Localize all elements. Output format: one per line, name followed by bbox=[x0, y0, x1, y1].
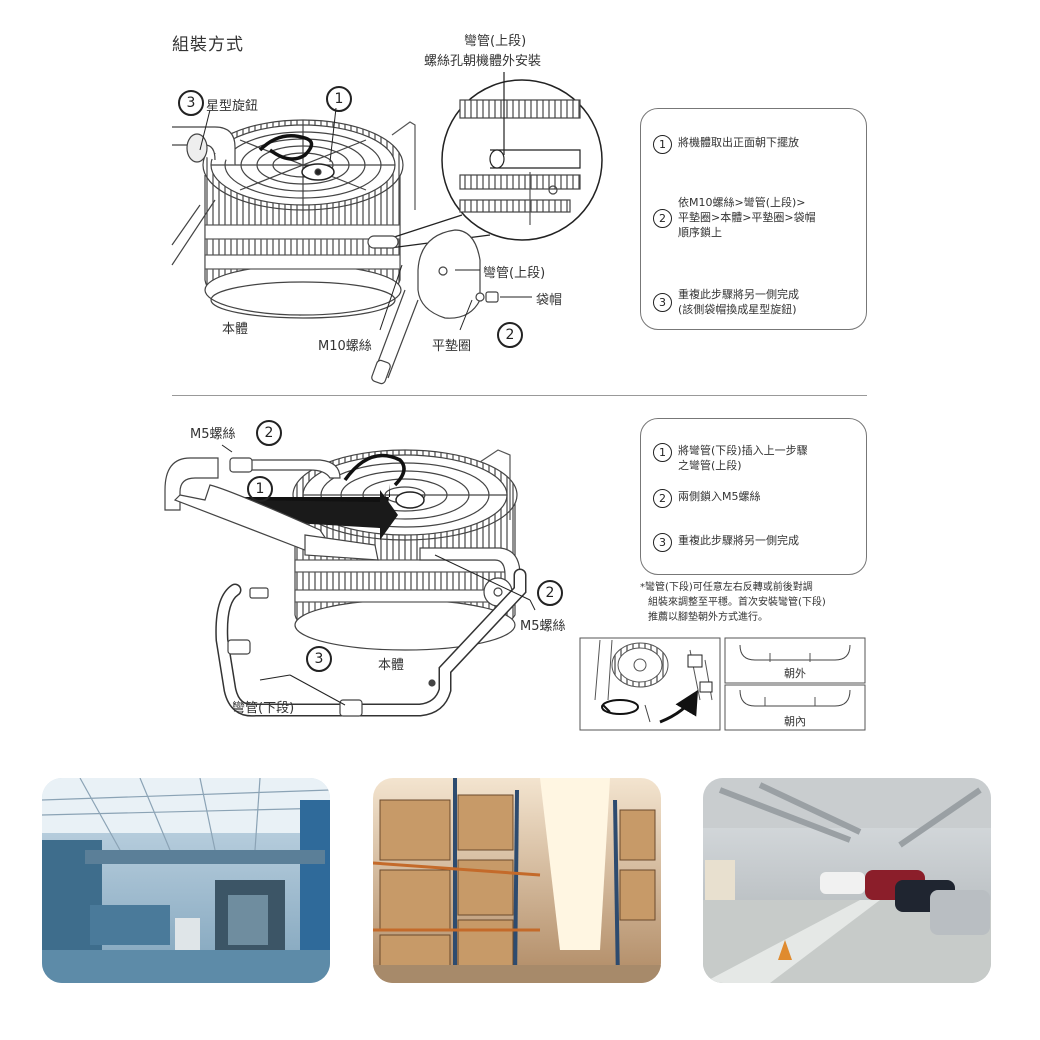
m5-screw-label-top: M5螺絲 bbox=[190, 427, 236, 442]
callout-bend-upper-line1: 彎管(上段) bbox=[464, 34, 527, 49]
step-text: 重複此步驟將另一側完成 bbox=[678, 534, 799, 547]
step-bottom-3: 3 重複此步驟將另一側完成 bbox=[653, 533, 799, 552]
step-number: 3 bbox=[653, 533, 672, 552]
washer-label: 平墊圈 bbox=[432, 339, 472, 354]
marker-3-bottom: 3 bbox=[306, 646, 332, 672]
orientation-in-label: 朝內 bbox=[784, 715, 806, 728]
orientation-inset bbox=[579, 637, 866, 731]
body-label-top: 本體 bbox=[222, 322, 249, 337]
assembly-note: *彎管(下段)可任意左右反轉或前後對調 組裝來調整至平穩。首次安裝彎管(下段) … bbox=[640, 580, 826, 625]
pipe-upper-parts bbox=[367, 229, 499, 385]
screw-label: M10螺絲 bbox=[318, 339, 372, 354]
step-number: 1 bbox=[653, 135, 672, 154]
body-label-bottom: 本體 bbox=[378, 658, 405, 673]
power-cord-bottom bbox=[343, 453, 406, 487]
marker-1-top: 1 bbox=[326, 86, 352, 112]
pipe-lower-label: 彎管(下段) bbox=[232, 701, 295, 716]
parking-garage-photo bbox=[703, 778, 991, 983]
step-bottom-2: 2 兩側鎖入M5螺絲 bbox=[653, 489, 761, 508]
note-line: 推薦以腳墊朝外方式進行。 bbox=[648, 612, 768, 623]
step-number: 3 bbox=[653, 293, 672, 312]
step-bottom-1: 1 將彎管(下段)插入上一步驟 之彎管(上段) bbox=[653, 443, 808, 473]
step-number: 2 bbox=[653, 209, 672, 228]
pipe-upper-label: 彎管(上段) bbox=[483, 266, 546, 281]
note-line: *彎管(下段)可任意左右反轉或前後對調 bbox=[640, 582, 813, 593]
step-top-3: 3 重複此步驟將另一側完成 (該側袋帽換成星型旋鈕) bbox=[653, 287, 799, 317]
marker-3-knob: 3 bbox=[178, 90, 204, 116]
step-text: 之彎管(上段) bbox=[678, 459, 742, 472]
marker-2-bottom-right: 2 bbox=[537, 580, 563, 606]
pipe-lower-handle bbox=[164, 457, 521, 607]
marker-2-bottom-top: 2 bbox=[256, 420, 282, 446]
warehouse-photo bbox=[373, 778, 661, 983]
step-text: 平墊圈>本體>平墊圈>袋帽 bbox=[678, 211, 816, 224]
zoom-callout bbox=[384, 79, 603, 249]
note-line: 組裝來調整至平穩。首次安裝彎管(下段) bbox=[648, 597, 826, 608]
step-text: (該側袋帽換成星型旋鈕) bbox=[678, 303, 797, 316]
page-title: 組裝方式 bbox=[172, 35, 244, 55]
m5-screw-label-right: M5螺絲 bbox=[520, 619, 566, 634]
power-cord bbox=[258, 134, 314, 161]
marker-2-top: 2 bbox=[497, 322, 523, 348]
leader-lines-bottom bbox=[221, 444, 536, 706]
section-divider bbox=[172, 395, 867, 396]
step-top-1: 1 將機體取出正面朝下擺放 bbox=[653, 135, 799, 154]
step-text: 順序鎖上 bbox=[678, 226, 722, 239]
factory-photo bbox=[42, 778, 330, 983]
step-number: 1 bbox=[653, 443, 672, 462]
step-text: 依M10螺絲>彎管(上段)> bbox=[678, 196, 806, 209]
leader-lines-top bbox=[199, 107, 532, 331]
step-text: 將機體取出正面朝下擺放 bbox=[678, 136, 799, 149]
orientation-out-label: 朝外 bbox=[784, 667, 806, 680]
step-text: 重複此步驟將另一側完成 bbox=[678, 288, 799, 301]
step-top-2: 2 依M10螺絲>彎管(上段)> 平墊圈>本體>平墊圈>袋帽 順序鎖上 bbox=[653, 195, 816, 240]
cap-label: 袋帽 bbox=[536, 293, 563, 308]
step-text: 兩側鎖入M5螺絲 bbox=[678, 490, 761, 503]
knob-label: 星型旋鈕 bbox=[206, 99, 259, 114]
steps-box-bottom: 1 將彎管(下段)插入上一步驟 之彎管(上段) 2 兩側鎖入M5螺絲 3 重複此… bbox=[640, 418, 867, 575]
step-number: 2 bbox=[653, 489, 672, 508]
marker-1-bottom: 1 bbox=[247, 476, 273, 502]
pipe-left-top bbox=[171, 126, 236, 266]
callout-bend-upper-line2: 螺絲孔朝機體外安裝 bbox=[424, 54, 542, 69]
step-text: 將彎管(下段)插入上一步驟 bbox=[678, 444, 808, 457]
steps-box-top: 1 將機體取出正面朝下擺放 2 依M10螺絲>彎管(上段)> 平墊圈>本體>平墊… bbox=[640, 108, 867, 330]
